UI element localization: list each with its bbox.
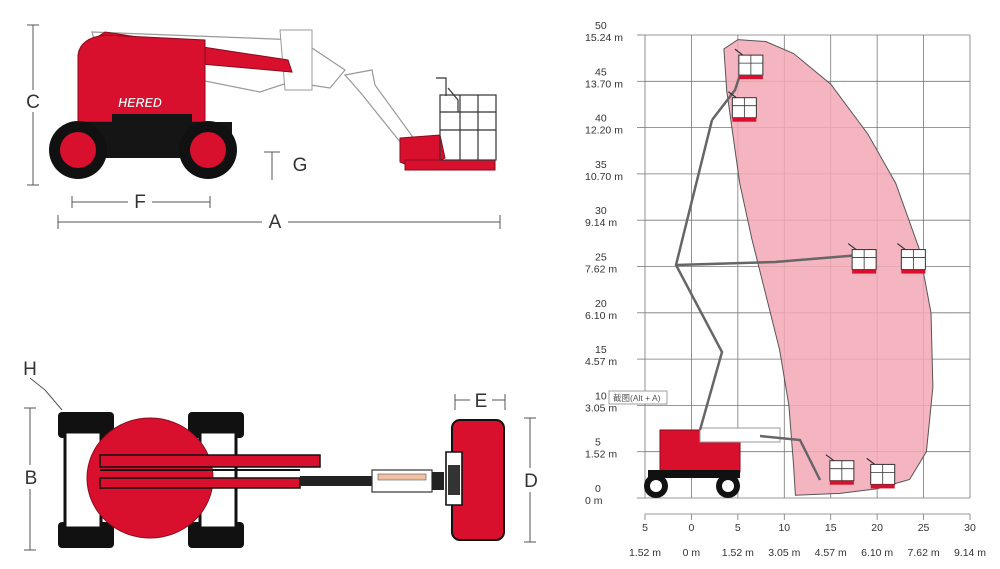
side-view-drawing: HERED [49,29,497,179]
x-tick-label-ft: 5 [735,522,741,534]
dim-label-f: F [134,192,146,213]
y-tick-label-m: 0 m [585,495,603,507]
y-tick-label-m: 3.05 m [585,402,617,414]
x-tick-label-m: 1.52 m [629,547,661,559]
x-tick-label-m: 7.62 m [908,547,940,559]
dim-label-d: D [524,471,538,492]
y-tick-label-m: 4.57 m [585,356,617,368]
dim-label-b: B [25,468,38,489]
y-tick-label-ft: 10 [595,390,607,402]
platform-basket-icon [734,48,764,80]
top-view-drawing [58,412,505,548]
y-tick-label-ft: 45 [595,66,607,78]
y-tick-label-m: 15.24 m [585,32,623,44]
platform-positions [727,48,926,489]
x-tick-label-m: 3.05 m [768,547,800,559]
x-tick-label-ft: 30 [964,522,976,534]
y-tick-label-m: 6.10 m [585,310,617,322]
y-tick-label-m: 10.70 m [585,171,623,183]
y-tick-label-ft: 0 [595,483,601,495]
x-tick-label-m: 0 m [683,547,701,559]
y-tick-label-m: 13.70 m [585,78,623,90]
dim-label-c: C [26,92,40,113]
x-tick-label-ft: 25 [918,522,930,534]
y-tick-label-m: 9.14 m [585,217,617,229]
x-tick-label-m: 1.52 m [722,547,754,559]
y-tick-label-ft: 15 [595,344,607,356]
platform-basket-icon [896,243,926,274]
screenshot-tooltip: 截图(Alt + A) [608,390,668,405]
y-tick-label-ft: 5 [595,437,601,449]
x-tick-label-ft: 20 [871,522,883,534]
dim-label-h: H [23,359,37,380]
y-tick-label-m: 12.20 m [585,125,623,137]
y-tick-label-ft: 30 [595,205,607,217]
y-tick-label-m: 1.52 m [585,449,617,461]
chart-machine-base [644,427,781,498]
y-tick-label-ft: 50 [595,20,607,32]
x-tick-label-ft: 10 [778,522,790,534]
platform-basket-icon [847,243,877,274]
dim-label-e: E [475,391,488,412]
x-tick-label-ft: 15 [825,522,837,534]
y-tick-label-m: 7.62 m [585,264,617,276]
x-tick-label-m: 6.10 m [861,547,893,559]
x-tick-label-m: 4.57 m [815,547,847,559]
y-tick-label-ft: 25 [595,252,607,264]
x-tick-label-ft: 0 [689,522,695,534]
brand-logo: HERED [118,96,162,110]
dim-label-a: A [269,212,282,233]
platform-basket-icon [825,454,855,485]
x-tick-label-m: 9.14 m [954,547,986,559]
y-tick-label-ft: 35 [595,159,607,171]
y-tick-label-ft: 40 [595,113,607,125]
y-tick-label-ft: 20 [595,298,607,310]
platform-basket-icon [727,91,757,122]
x-tick-label-ft: 5 [642,522,648,534]
tooltip-text: 截图(Alt + A) [613,393,661,403]
dim-label-g: G [293,155,308,176]
platform-basket-icon [866,457,896,489]
